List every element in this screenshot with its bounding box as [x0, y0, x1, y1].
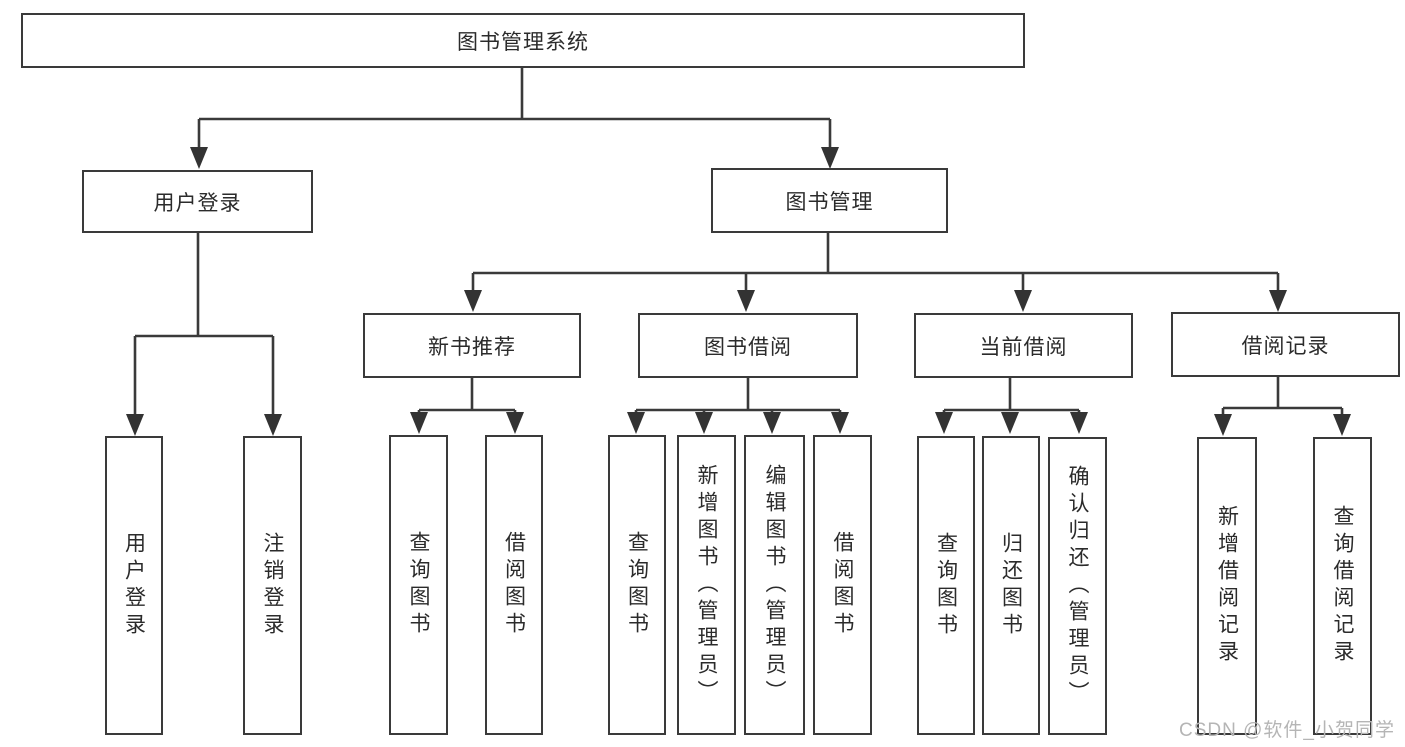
node-new-book-recommend: 新书推荐	[363, 313, 581, 378]
node-book-borrow: 图书借阅	[638, 313, 858, 378]
leaf-borrow-books-borrow: 借阅图书	[813, 435, 872, 735]
arrowhead	[695, 412, 713, 434]
leaf-query-borrow-record-label: 查询借阅记录	[1331, 505, 1354, 667]
leaf-logout: 注销登录	[243, 436, 302, 735]
arrowhead	[821, 147, 839, 169]
connector-book-management-branch	[464, 233, 1287, 312]
arrowhead	[831, 412, 849, 434]
arrowhead	[126, 414, 144, 436]
connector-book-borrow-branch	[627, 377, 849, 434]
leaf-query-books-current-label: 查询图书	[934, 531, 958, 640]
leaf-user-login-label: 用户登录	[122, 531, 146, 640]
arrowhead	[763, 412, 781, 434]
arrowhead	[1001, 412, 1019, 434]
arrowhead	[264, 414, 282, 436]
leaf-query-books-current: 查询图书	[917, 436, 975, 735]
arrowhead	[1214, 414, 1232, 436]
arrowhead	[1269, 290, 1287, 312]
leaf-query-books-borrow-label: 查询图书	[625, 531, 649, 639]
arrowhead	[190, 147, 208, 169]
connector-user-login-branch	[126, 233, 282, 436]
arrowhead	[935, 412, 953, 434]
leaf-edit-book-admin-label: 编辑图书（管理员）	[763, 463, 786, 707]
leaf-query-borrow-record: 查询借阅记录	[1313, 437, 1372, 735]
leaf-borrow-books-borrow-label: 借阅图书	[831, 531, 854, 639]
leaf-query-books-newbook: 查询图书	[389, 435, 448, 735]
leaf-return-book: 归还图书	[982, 436, 1040, 735]
leaf-borrow-books-newbook: 借阅图书	[485, 435, 543, 735]
leaf-return-book-label: 归还图书	[999, 531, 1023, 640]
node-user-login: 用户登录	[82, 170, 313, 233]
leaf-add-book-admin: 新增图书（管理员）	[677, 435, 736, 735]
leaf-edit-book-admin: 编辑图书（管理员）	[744, 435, 805, 735]
leaf-query-books-borrow: 查询图书	[608, 435, 666, 735]
leaf-confirm-return-admin: 确认归还（管理员）	[1048, 437, 1107, 735]
leaf-add-book-admin-label: 新增图书（管理员）	[695, 463, 718, 707]
connector-borrow-records-branch	[1214, 376, 1351, 436]
leaf-confirm-return-admin-label: 确认归还（管理员）	[1066, 464, 1089, 708]
node-book-borrow-label: 图书借阅	[704, 335, 792, 359]
node-new-book-recommend-label: 新书推荐	[428, 335, 516, 359]
arrowhead	[627, 412, 645, 434]
arrowhead	[1070, 412, 1088, 434]
node-current-borrow: 当前借阅	[914, 313, 1133, 378]
arrowhead	[737, 290, 755, 312]
node-current-borrow-label: 当前借阅	[979, 335, 1068, 359]
connector-root-branch	[190, 68, 839, 169]
node-root-system: 图书管理系统	[21, 13, 1025, 68]
connector-current-borrow-branch	[935, 377, 1088, 434]
leaf-logout-label: 注销登录	[261, 531, 284, 640]
arrowhead	[1014, 290, 1032, 312]
node-book-management-label: 图书管理	[785, 190, 874, 214]
leaf-query-books-newbook-label: 查询图书	[407, 531, 430, 639]
leaf-user-login: 用户登录	[105, 436, 163, 735]
node-borrow-records-label: 借阅记录	[1241, 334, 1330, 358]
leaf-add-borrow-record-label: 新增借阅记录	[1215, 505, 1239, 667]
node-root-label: 图书管理系统	[457, 30, 589, 54]
connector-new-book-branch	[410, 377, 524, 434]
node-book-management: 图书管理	[711, 168, 948, 233]
arrowhead	[506, 412, 524, 434]
leaf-borrow-books-newbook-label: 借阅图书	[502, 531, 526, 639]
arrowhead	[464, 290, 482, 312]
arrowhead	[1333, 414, 1351, 436]
node-user-login-label: 用户登录	[153, 191, 242, 215]
leaf-add-borrow-record: 新增借阅记录	[1197, 437, 1257, 735]
arrowhead	[410, 412, 428, 434]
node-borrow-records: 借阅记录	[1171, 312, 1400, 377]
